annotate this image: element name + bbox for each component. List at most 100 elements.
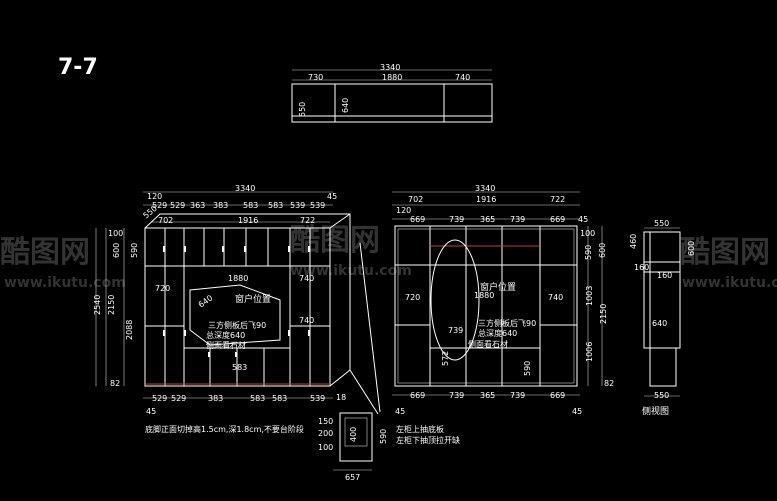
detail-dim-3: 100 [318,443,333,452]
side-outline [643,231,681,349]
front-column-widths-bottom: 529 529 383 583 583 539 [152,394,325,403]
svg-text:669: 669 [410,215,425,224]
right-cabinet-outline [394,225,578,387]
svg-text:529: 529 [171,394,186,403]
svg-text:539: 539 [290,201,305,210]
section-title: 7-7 [58,55,98,80]
front-window-width: 1880 [228,274,248,283]
right-note-2: 总深度640 [478,328,517,338]
svg-text:669: 669 [550,391,565,400]
top-depth-inner: 640 [341,98,350,113]
front-left-h-1: 100 [108,229,123,238]
right-total-width: 3340 [475,184,495,193]
svg-text:583: 583 [250,394,265,403]
svg-text:529: 529 [152,201,167,210]
front-bottom-offset-left: 45 [146,407,156,416]
watermark: 酷图网 www.ikutu.com 酷图网 www.ikutu.com 酷图网 … [0,223,777,291]
side-top-width: 550 [654,219,669,228]
right-lower-dim-2: 572 [441,351,450,366]
right-top-width-1: 702 [408,195,423,204]
svg-text:739: 739 [510,215,525,224]
detail-dim-2: 200 [318,429,333,438]
top-total: 3340 [380,63,400,72]
right-callout-1: 左柜上抽底板 [396,424,444,434]
top-seg-1: 730 [308,73,323,82]
right-columns-bottom: 669 739 365 739 669 [410,391,565,400]
detail-view: 150 200 100 657 590 400 [318,412,388,482]
detail-leader [349,369,379,415]
watermark-url-2: www.ikutu.com [290,263,412,279]
side-height-2: 160 [634,263,649,272]
top-view: 3340 730 1880 740 550 640 [291,63,493,123]
detail-dim-6: 400 [349,427,358,442]
right-h-4: 1003 [585,286,594,306]
top-cabinet-outline [291,83,493,123]
front-right-offset: 45 [327,192,337,201]
svg-text:365: 365 [480,391,495,400]
front-lower-inner: 583 [232,363,247,372]
right-h-3: 590 [584,245,593,260]
front-note-1: 三方侧板后飞90 [208,320,266,330]
right-window-ellipse [430,239,480,361]
front-right-side-lower: 740 [299,316,314,325]
front-view: 3340 120 45 529 529 363 383 583 583 539 … [93,184,351,434]
svg-text:365: 365 [480,215,495,224]
svg-text:539: 539 [310,394,325,403]
svg-text:383: 383 [213,201,228,210]
front-top-width-2: 1916 [238,216,258,225]
watermark-url-3: www.ikutu.com [682,275,777,291]
side-bottom-width: 550 [654,391,669,400]
right-note-1: 三方侧板后飞90 [478,318,536,328]
side-height-4: 600 [687,241,696,256]
front-right-side: 740 [299,274,314,283]
watermark-brand-2: 酷图网 [290,223,380,258]
right-h-5: 2150 [599,304,608,324]
front-note-3: 侧面看石材 [206,340,246,350]
svg-text:739: 739 [449,215,464,224]
right-top-width-3: 722 [550,195,565,204]
svg-text:529: 529 [170,201,185,210]
right-view: 3340 702 1916 722 120 669 739 365 739 66… [392,184,614,445]
front-top-width-1: 702 [158,216,173,225]
side-mid-depth: 640 [652,319,667,328]
top-seg-3: 740 [455,73,470,82]
svg-text:539: 539 [310,201,325,210]
detail-outline [339,412,373,462]
svg-text:739: 739 [449,391,464,400]
right-columns-top: 669 739 365 739 669 [410,215,565,224]
right-note-3: 侧面看石材 [468,339,508,349]
svg-text:739: 739 [510,391,525,400]
right-callout-2: 左柜下抽顶拉开缺 [396,435,460,445]
watermark-brand: 酷图网 [0,235,90,270]
detail-dim-1: 150 [318,417,333,426]
side-view-title: 侧视图 [642,405,669,417]
svg-text:363: 363 [190,201,205,210]
front-left-height-total: 2540 [93,295,102,315]
svg-text:383: 383 [208,394,223,403]
front-left-h-3: 590 [130,243,139,258]
front-inner-depth: 640 [197,293,215,309]
svg-text:583: 583 [272,394,287,403]
right-h-1: 100 [580,229,595,238]
svg-text:669: 669 [410,391,425,400]
detail-dim-5: 590 [379,429,388,444]
right-lower-dim-1: 739 [448,326,463,335]
front-window-label: 窗户位置 [235,293,271,305]
front-footnote: 底脚正面切掉高1.5cm,深1.8cm,不要台阶段 [145,424,304,434]
right-h-2: 600 [598,243,607,258]
svg-text:529: 529 [152,394,167,403]
right-lower-dim-3: 590 [523,361,532,376]
top-depth-outer: 550 [298,102,307,117]
front-note-2: 总深度640 [206,330,245,340]
right-left-side: 720 [405,293,420,302]
front-left-h-2: 600 [112,243,121,258]
front-left-offset: 120 [147,192,162,201]
right-right-offset: 45 [578,215,588,224]
right-h-7: 82 [604,379,614,388]
side-height-1: 460 [629,234,638,249]
svg-text:583: 583 [268,201,283,210]
right-h-6: 1006 [585,342,594,362]
svg-text:583: 583 [243,201,258,210]
front-left-height-mid: 2150 [107,295,116,315]
